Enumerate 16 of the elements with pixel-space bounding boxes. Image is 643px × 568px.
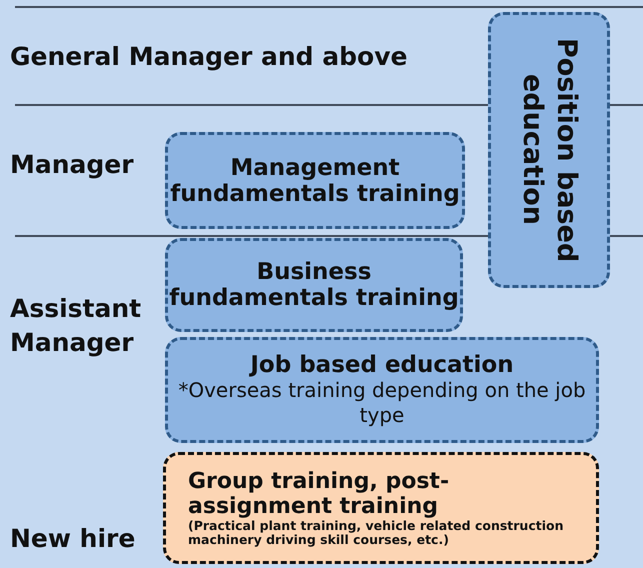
training-box	[165, 238, 463, 332]
training-box	[163, 452, 599, 564]
box-title: Business fundamentals training	[168, 259, 460, 311]
box-title: Management fundamentals training	[169, 154, 461, 206]
level-label: General Manager and above	[10, 41, 408, 73]
box-title: Position based education	[516, 36, 583, 264]
box-note: *Overseas training depending on the job type	[177, 378, 587, 428]
box-title: Group training, post-assignment training	[188, 469, 450, 519]
training-box	[165, 337, 599, 443]
training-box	[165, 132, 465, 229]
training-box	[488, 12, 610, 288]
level-label: New hire	[10, 523, 136, 555]
level-label: Assistant Manager	[10, 293, 142, 359]
box-note: (Practical plant training, vehicle related construction machinery driving skill courses, etc.)	[188, 519, 564, 547]
box-title: Job based education	[250, 352, 514, 378]
level-label: Manager	[10, 149, 135, 181]
